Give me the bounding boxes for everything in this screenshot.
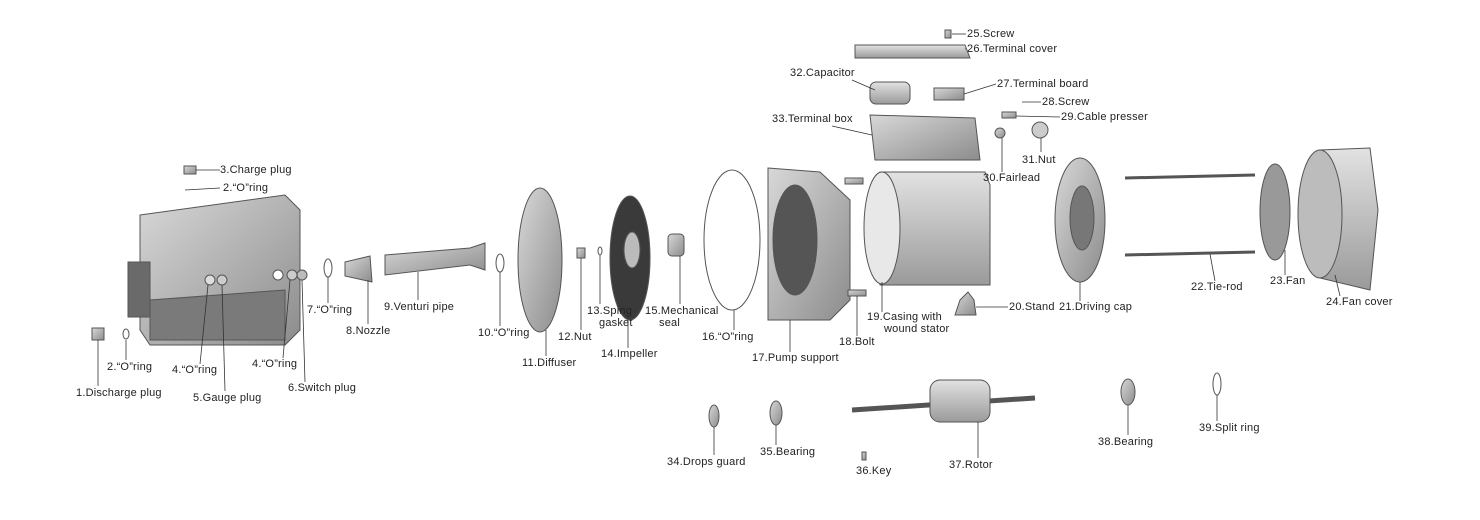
label-fan: 23.Fan	[1270, 275, 1306, 287]
label-driving-cap: 21.Driving cap	[1059, 301, 1133, 313]
nut	[576, 247, 586, 259]
label-key: 36.Key	[856, 465, 892, 477]
rotor	[929, 379, 991, 423]
label-bearing-35: 35.Bearing	[760, 446, 816, 458]
label-stand: 20.Stand	[1009, 301, 1055, 313]
label-gauge-plug: 5.Gauge plug	[193, 392, 262, 404]
label-mechanical-seal: 15.Mechanical	[645, 305, 719, 317]
spring-gasket	[597, 246, 603, 256]
label-charge-plug: 3.Charge plug	[220, 164, 292, 176]
label-casing-stator: 19.Casing with	[867, 311, 942, 323]
fan	[1259, 163, 1291, 261]
fairlead	[994, 127, 1006, 139]
label-nut-31: 31.Nut	[1022, 154, 1056, 166]
charge-plug	[183, 165, 197, 175]
label-nozzle: 8.Nozzle	[346, 325, 391, 337]
label-terminal-cover: 26.Terminal cover	[967, 43, 1058, 55]
terminal-board	[933, 87, 965, 101]
terminal-cover	[854, 44, 971, 59]
capacitor	[869, 81, 911, 105]
terminal-box	[869, 114, 981, 161]
discharge-plug	[91, 327, 105, 341]
bolt	[844, 177, 864, 185]
bearing-38	[1120, 378, 1136, 406]
mechanical-seal	[667, 233, 685, 257]
label-rotor: 37.Rotor	[949, 459, 993, 471]
split-ring	[1212, 372, 1222, 396]
key	[861, 451, 867, 461]
tie-rod	[1124, 173, 1256, 180]
label-impeller: 14.Impeller	[601, 348, 658, 360]
nut-31	[1031, 121, 1049, 139]
label-pump-support: 17.Pump support	[752, 352, 839, 364]
leader-lines	[97, 33, 1341, 458]
o-ring-16	[703, 169, 761, 311]
label-o-ring-4-right: 4.“O”ring	[252, 358, 298, 370]
label-venturi-pipe: 9.Venturi pipe	[384, 301, 455, 313]
label-drops-guard: 34.Drops guard	[667, 456, 746, 468]
pump-body	[127, 194, 308, 346]
label-nut-12: 12.Nut	[558, 331, 592, 343]
label-casing-stator-2: wound stator	[884, 323, 950, 335]
o-ring	[122, 328, 130, 340]
screw	[944, 29, 952, 39]
label-capacitor: 32.Capacitor	[790, 67, 855, 79]
label-bolt: 18.Bolt	[839, 336, 875, 348]
label-switch-plug: 6.Switch plug	[288, 382, 357, 394]
o-ring-7	[323, 258, 333, 278]
label-tie-rod: 22.Tie-rod	[1191, 281, 1243, 293]
venturi-pipe	[384, 242, 486, 276]
label-o-ring-2-top: 2.“O”ring	[223, 182, 269, 194]
bearing-35	[769, 400, 783, 426]
label-o-ring-4-left: 4.“O”ring	[172, 364, 218, 376]
o-ring-10	[495, 253, 505, 273]
label-split-ring: 39.Split ring	[1199, 422, 1260, 434]
label-screw-28: 28.Screw	[1042, 96, 1090, 108]
label-cable-presser: 29.Cable presser	[1061, 111, 1148, 123]
label-terminal-board: 27.Terminal board	[997, 78, 1089, 90]
cable-presser	[1001, 111, 1017, 119]
label-o-ring-7: 7.“O”ring	[307, 304, 353, 316]
label-o-ring-16: 16.“O”ring	[702, 331, 754, 343]
label-spring-gasket: 13.Sping	[587, 305, 633, 317]
stand	[954, 291, 977, 316]
drops-guard	[708, 404, 720, 428]
label-screw-25: 25.Screw	[967, 28, 1015, 40]
label-fairlead: 30.Fairlead	[983, 172, 1041, 184]
label-o-ring-10: 10.“O”ring	[478, 327, 530, 339]
label-discharge-plug: 1.Discharge plug	[76, 387, 162, 399]
label-spring-gasket-2: gasket	[599, 317, 633, 329]
label-bearing-38: 38.Bearing	[1098, 436, 1154, 448]
label-terminal-box: 33.Terminal box	[772, 113, 853, 125]
diffuser	[517, 187, 563, 333]
label-fan-cover: 24.Fan cover	[1326, 296, 1393, 308]
nozzle	[344, 255, 373, 283]
label-diffuser: 11.Diffuser	[522, 357, 577, 369]
label-o-ring-2-bottom: 2.“O”ring	[107, 361, 153, 373]
label-mechanical-seal-2: seal	[659, 317, 680, 329]
